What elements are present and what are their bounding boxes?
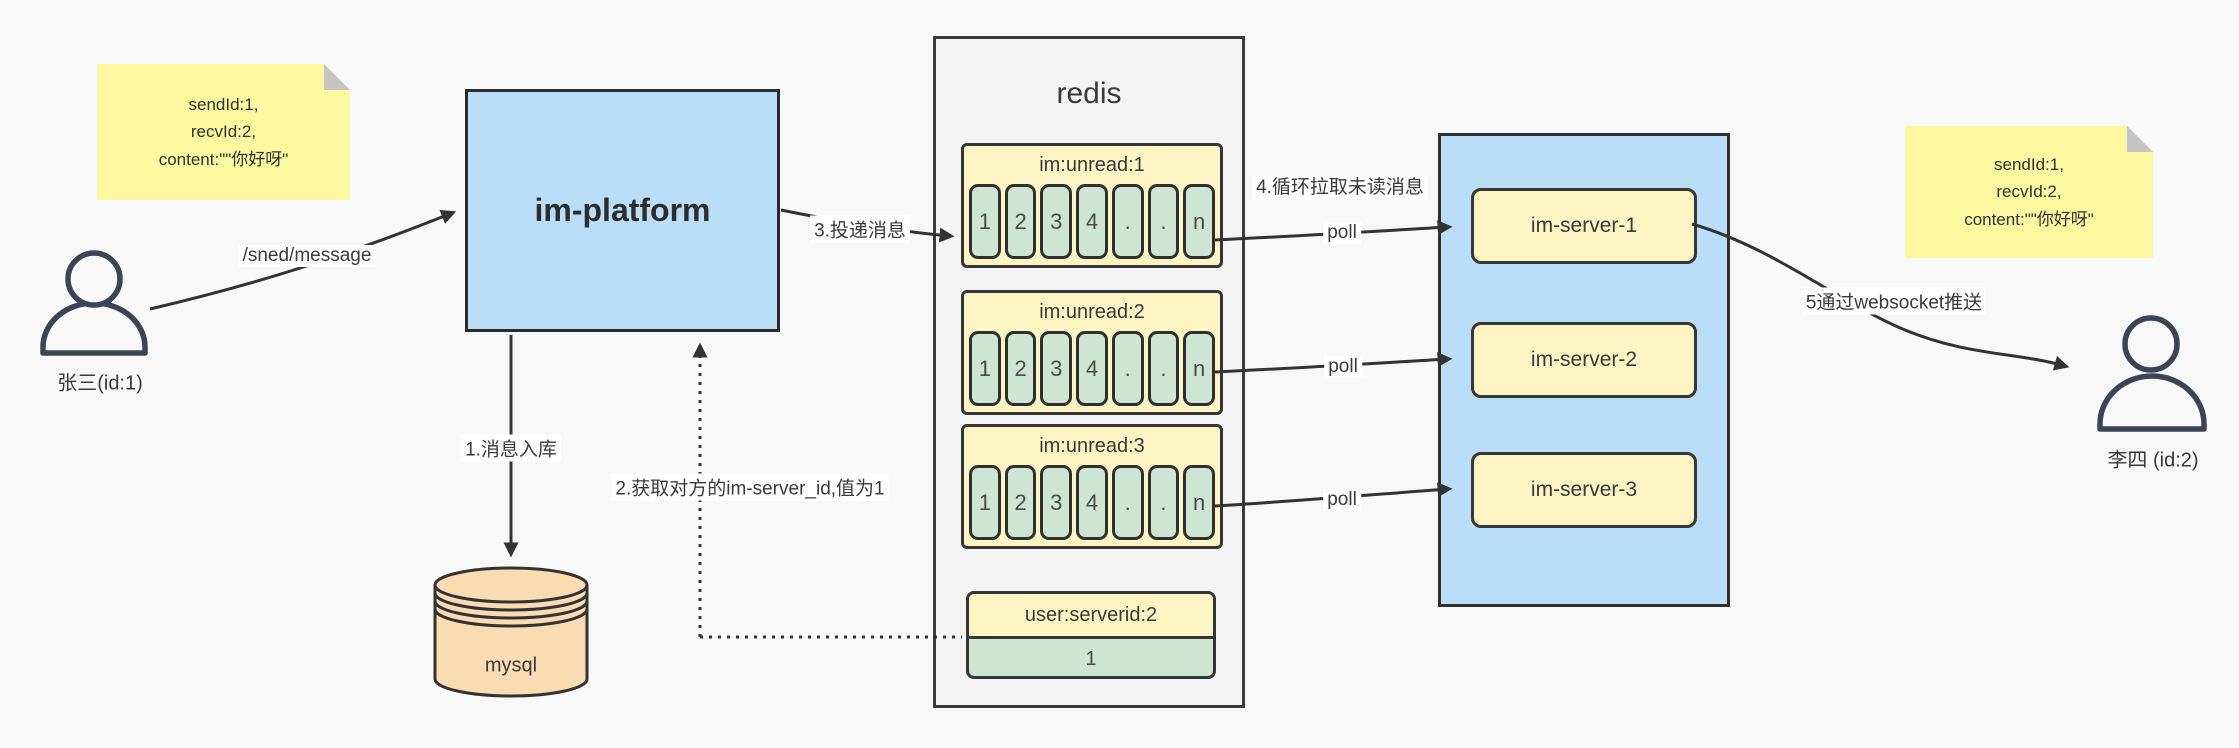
note-line: sendId:1, — [188, 95, 259, 115]
redis-container: redis im:unread:1 1 2 3 4 . . n im:unrea… — [933, 36, 1245, 708]
unread-queue-1: im:unread:1 1 2 3 4 . . n — [961, 143, 1223, 268]
user-serverid-kv: user:serverid:2 1 — [966, 591, 1216, 679]
queue-cell: n — [1183, 465, 1216, 540]
cylinder-stripe — [433, 592, 589, 612]
queue-cell: . — [1147, 465, 1180, 540]
queue-cell: 4 — [1076, 184, 1108, 259]
queue-cell: 3 — [1040, 465, 1073, 540]
queue-cell: . — [1147, 184, 1180, 259]
im-server-label: im-server-3 — [1530, 478, 1638, 501]
person-head — [2122, 315, 2180, 373]
note-fold-corner — [2127, 126, 2153, 152]
note-line: sendId:1, — [1994, 155, 2064, 175]
sender-label: 张三(id:1) — [57, 372, 143, 395]
queue-cell: 2 — [1004, 331, 1037, 406]
unread-queue-title: im:unread:3 — [1039, 435, 1145, 457]
note-line: content:""你好呀" — [158, 149, 289, 169]
queue-cell: 4 — [1076, 331, 1108, 406]
im-server-2-node: im-server-2 — [1471, 322, 1697, 398]
queue-cell: 4 — [1076, 465, 1108, 540]
queue-cell: 3 — [1040, 184, 1073, 259]
person-head — [65, 250, 123, 308]
queue-cell: n — [1183, 331, 1216, 406]
edge-label-poll-3: poll — [1323, 489, 1361, 511]
unread-queue-title: im:unread:1 — [1039, 154, 1145, 176]
edge-label-poll-1: poll — [1323, 222, 1361, 244]
note-line: content:""你好呀" — [1964, 209, 2094, 229]
im-server-label: im-server-1 — [1530, 214, 1638, 237]
queue-cell: 1 — [969, 331, 1001, 406]
queue-cells: 1 2 3 4 . . n — [964, 465, 1220, 540]
receiver-person-icon — [2097, 315, 2207, 432]
queue-cells: 1 2 3 4 . . n — [964, 184, 1220, 259]
im-server-cluster: im-server-1 im-server-2 im-server-3 — [1438, 133, 1730, 607]
note-sender-payload: sendId:1, recvId:2, content:""你好呀" — [97, 64, 350, 200]
edge-label-poll-2: poll — [1324, 356, 1362, 378]
queue-cell: . — [1111, 331, 1144, 406]
edge-label-pull-unread: 4.循环拉取未读消息 — [1252, 176, 1428, 200]
queue-cell: 2 — [1004, 184, 1037, 259]
queue-cell: . — [1147, 331, 1180, 406]
queue-cell: 2 — [1004, 465, 1037, 540]
unread-queue-3: im:unread:3 1 2 3 4 . . n — [961, 424, 1223, 549]
user-serverid-key: user:serverid:2 — [969, 594, 1213, 639]
person-body — [40, 300, 148, 356]
cylinder-top — [433, 566, 589, 604]
edge-label-websocket-push: 5通过websocket推送 — [1801, 287, 1987, 315]
cylinder-stripe — [433, 608, 589, 628]
queue-cell: . — [1111, 184, 1144, 259]
note-text: sendId:1, recvId:2, content:""你好呀" — [1964, 151, 2094, 233]
queue-cells: 1 2 3 4 . . n — [964, 331, 1220, 406]
note-text: sendId:1, recvId:2, content:""你好呀" — [159, 91, 289, 173]
cylinder-body — [433, 585, 589, 698]
im-server-1-node: im-server-1 — [1471, 188, 1697, 264]
edge-label-get-serverid: 2.获取对方的im-server_id,值为1 — [611, 473, 889, 501]
note-line: recvId:2, — [190, 122, 257, 142]
user-serverid-value: 1 — [1085, 647, 1097, 670]
queue-cell: 1 — [969, 184, 1001, 259]
sender-person-icon — [40, 250, 148, 356]
im-platform-node: im-platform — [465, 89, 780, 332]
queue-cell: n — [1183, 184, 1216, 259]
queue-cell: 3 — [1040, 331, 1073, 406]
im-server-label: im-server-2 — [1530, 348, 1638, 371]
queue-cell: 1 — [969, 465, 1001, 540]
person-body — [2097, 373, 2207, 432]
edge-label-store-mysql: 1.消息入库 — [461, 434, 561, 462]
note-line: recvId:2, — [1996, 182, 2062, 202]
unread-queue-title: im:unread:2 — [1039, 301, 1145, 323]
edge-label-send-message: /sned/message — [238, 245, 376, 267]
unread-queue-2: im:unread:2 1 2 3 4 . . n — [961, 290, 1223, 415]
note-fold-corner — [324, 64, 350, 90]
receiver-label: 李四 (id:2) — [2107, 449, 2199, 472]
redis-title: redis — [1056, 77, 1122, 110]
im-server-3-node: im-server-3 — [1471, 452, 1697, 528]
queue-cell: . — [1111, 465, 1144, 540]
cylinder-stripe — [433, 600, 589, 620]
mysql-label: mysql — [484, 654, 538, 677]
im-platform-title: im-platform — [534, 192, 711, 228]
note-receiver-payload: sendId:1, recvId:2, content:""你好呀" — [1905, 126, 2153, 258]
edge-label-deliver: 3.投递消息 — [810, 215, 910, 243]
